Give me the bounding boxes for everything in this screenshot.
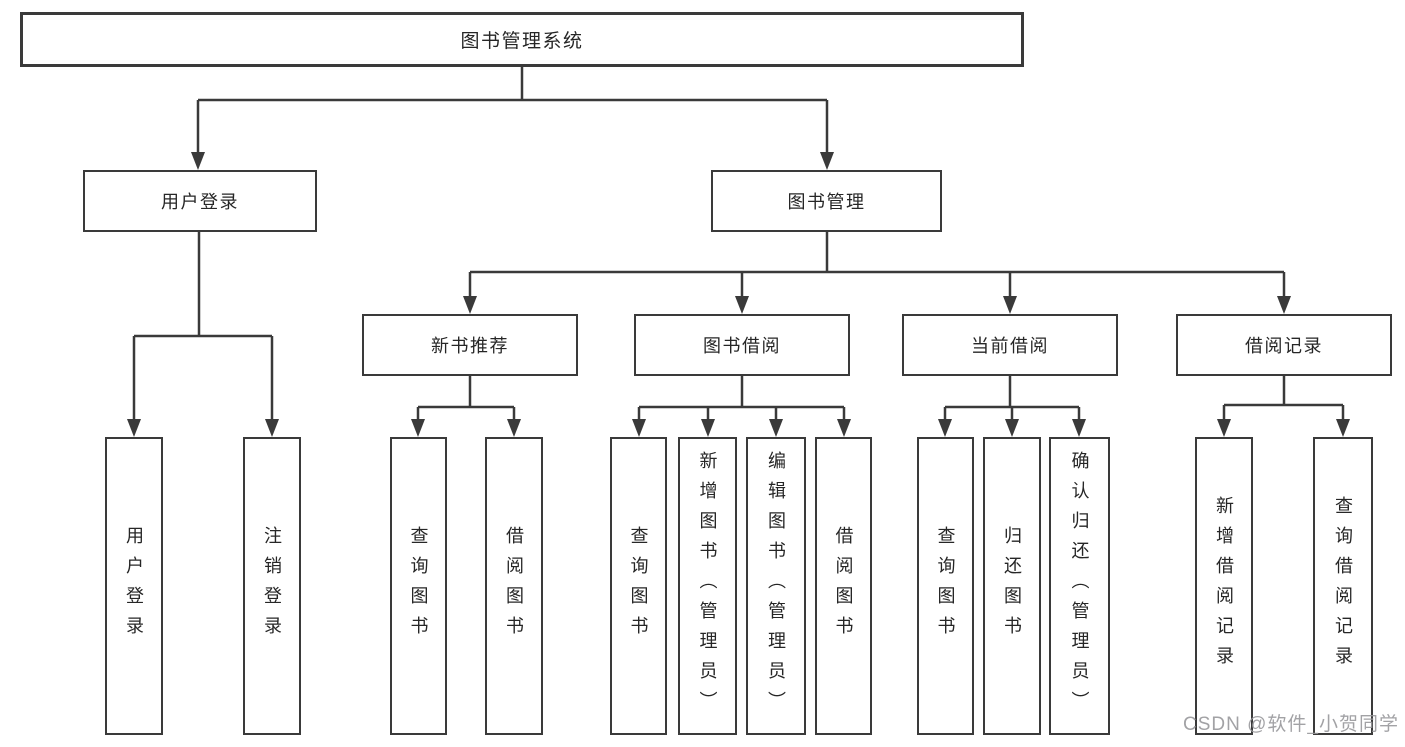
leaf-bb-query-book: 查询图书 (610, 437, 667, 735)
watermark: CSDN @软件_小贺同学 (1183, 714, 1399, 735)
node-borrow-record: 借阅记录 (1176, 314, 1392, 376)
leaf-br-add-record: 新增借阅记录 (1195, 437, 1253, 735)
arrowhead-icons (127, 152, 1350, 437)
leaf-cb-return-book: 归还图书 (983, 437, 1041, 735)
node-current-borrow: 当前借阅 (902, 314, 1118, 376)
node-book-mgmt: 图书管理 (711, 170, 942, 232)
leaf-rec-borrow-book: 借阅图书 (485, 437, 543, 735)
leaf-br-query-record: 查询借阅记录 (1313, 437, 1373, 735)
leaf-logout: 注销登录 (243, 437, 301, 735)
node-book-borrow: 图书借阅 (634, 314, 850, 376)
leaf-rec-query-book: 查询图书 (390, 437, 447, 735)
leaf-bb-borrow-book: 借阅图书 (815, 437, 872, 735)
leaf-bb-add-book: 新增图书（管理员） (678, 437, 737, 735)
node-user-login: 用户登录 (83, 170, 317, 232)
node-new-book-rec: 新书推荐 (362, 314, 578, 376)
leaf-bb-edit-book: 编辑图书（管理员） (746, 437, 806, 735)
leaf-cb-query-book: 查询图书 (917, 437, 974, 735)
leaf-cb-confirm-return: 确认归还（管理员） (1049, 437, 1110, 735)
leaf-user-login: 用户登录 (105, 437, 163, 735)
node-root: 图书管理系统 (20, 12, 1024, 67)
